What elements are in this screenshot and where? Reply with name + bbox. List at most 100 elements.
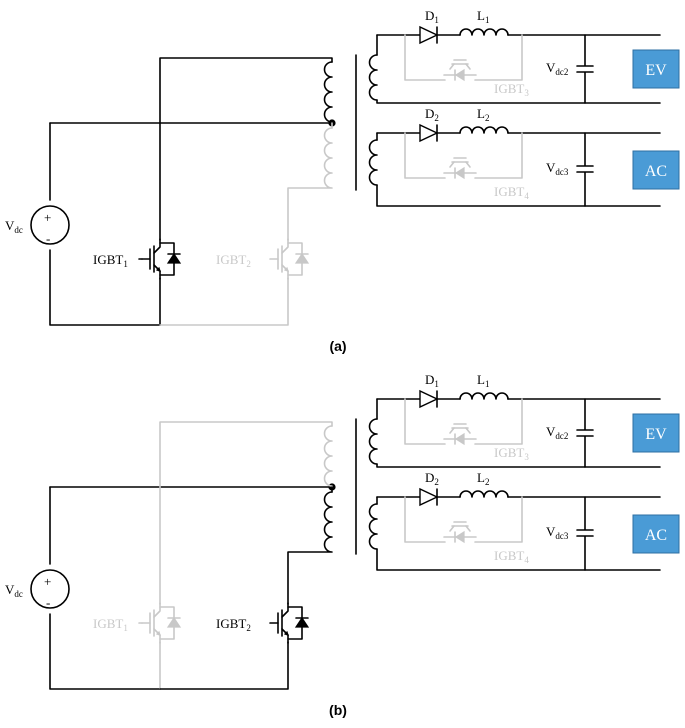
- source-wire-bottom: [49, 249, 161, 326]
- l1-label: L1: [477, 8, 489, 25]
- igbt2: [269, 602, 310, 644]
- igbt3-bypass: [404, 398, 523, 445]
- collector: [281, 602, 289, 618]
- igbt3-label: IGBT3: [494, 81, 529, 98]
- voltage-source: [30, 205, 70, 245]
- ac-load-label: AC: [645, 527, 667, 544]
- igbt1-collector-wire: [159, 421, 333, 605]
- ac-load-label: AC: [645, 163, 667, 180]
- sec1-bottom-rail: [376, 99, 661, 104]
- vdc2-label: Vdc2: [546, 424, 568, 441]
- igbt3-label: IGBT3: [494, 445, 529, 462]
- igbt1: [141, 602, 182, 644]
- sec1-bottom-rail: [376, 463, 661, 468]
- vdc2-label: Vdc2: [546, 60, 568, 77]
- igbt2: [269, 238, 310, 280]
- igbt1-label: IGBT1: [93, 616, 128, 633]
- igbt3-bypass: [404, 34, 523, 81]
- emitter-arrow: [155, 266, 161, 272]
- igbt3: [443, 423, 477, 446]
- sec2-coil: [368, 139, 378, 186]
- diode-triangle: [166, 616, 182, 628]
- d1-label: D1: [425, 372, 439, 389]
- igbt4-label: IGBT4: [494, 548, 529, 565]
- primary-coil-lower: [287, 491, 333, 605]
- vdc3-label: Vdc3: [546, 524, 569, 541]
- igbt2-emitter-wire: [159, 277, 289, 326]
- diode-triangle: [454, 530, 465, 544]
- vdc2-capacitor: [576, 34, 594, 104]
- igbt4-bypass: [404, 132, 523, 179]
- d2-diode: [419, 123, 439, 143]
- voltage-source: [30, 569, 70, 609]
- source-label: Vdc: [5, 218, 23, 235]
- d1-label: D1: [425, 8, 439, 25]
- legs: [449, 63, 471, 70]
- igbt1-collector-wire: [159, 57, 333, 241]
- l2-inductor: [459, 126, 509, 134]
- sec2-bottom-rail: [376, 548, 661, 571]
- d1-diode: [419, 389, 439, 409]
- legs: [449, 427, 471, 434]
- diode-triangle: [454, 432, 465, 446]
- legs: [449, 525, 471, 532]
- diode-triangle: [294, 252, 310, 264]
- legs: [449, 161, 471, 168]
- diode-triangle: [166, 252, 182, 264]
- source-minus: -: [46, 595, 50, 610]
- sec2-bottom-rail: [376, 184, 661, 207]
- d2-label: D2: [425, 470, 439, 487]
- d2-diode: [419, 487, 439, 507]
- vdc3-label: Vdc3: [546, 160, 569, 177]
- igbt2-label: IGBT2: [216, 252, 251, 269]
- l2-label: L2: [477, 106, 489, 123]
- sec2-coil: [368, 503, 378, 550]
- vdc3-capacitor: [576, 496, 594, 571]
- ev-load-box: [632, 413, 680, 453]
- source-minus: -: [46, 231, 50, 246]
- d1-diode: [419, 25, 439, 45]
- igbt2-emitter-wire: [159, 641, 289, 690]
- igbt2-label: IGBT2: [216, 616, 251, 633]
- panel-caption: (b): [329, 702, 347, 718]
- vdc2-capacitor: [576, 398, 594, 468]
- source-plus: +: [44, 574, 51, 589]
- l2-label: L2: [477, 470, 489, 487]
- primary-coil-upper: [323, 61, 333, 124]
- l1-inductor: [459, 28, 509, 36]
- igbt4: [443, 521, 477, 544]
- vdc3-capacitor: [576, 132, 594, 207]
- l1-inductor: [459, 392, 509, 400]
- source-plus: +: [44, 210, 51, 225]
- emitter-arrow: [283, 630, 289, 636]
- collector: [153, 602, 161, 618]
- ev-load-label: EV: [645, 426, 667, 443]
- source-label: Vdc: [5, 582, 23, 599]
- igbt4-label: IGBT4: [494, 184, 529, 201]
- diode-triangle: [294, 616, 310, 628]
- diode-triangle: [454, 68, 465, 82]
- diode-triangle: [454, 166, 465, 180]
- emitter-arrow: [155, 630, 161, 636]
- l1-label: L1: [477, 372, 489, 389]
- collector: [281, 238, 289, 254]
- ev-load-box: [632, 49, 680, 89]
- igbt1-label: IGBT1: [93, 252, 128, 269]
- d2-label: D2: [425, 106, 439, 123]
- igbt1: [141, 238, 182, 280]
- primary-coil-lower: [287, 127, 333, 241]
- igbt4-bypass: [404, 496, 523, 543]
- emitter-arrow: [283, 266, 289, 272]
- igbt4: [443, 157, 477, 180]
- collector: [153, 238, 161, 254]
- igbt3: [443, 59, 477, 82]
- sec1-coil: [368, 54, 378, 101]
- ac-load-box: [632, 514, 680, 554]
- l2-inductor: [459, 490, 509, 498]
- primary-coil-upper: [323, 425, 333, 488]
- panel-caption: (a): [329, 338, 346, 354]
- source-wire-bottom: [49, 613, 161, 690]
